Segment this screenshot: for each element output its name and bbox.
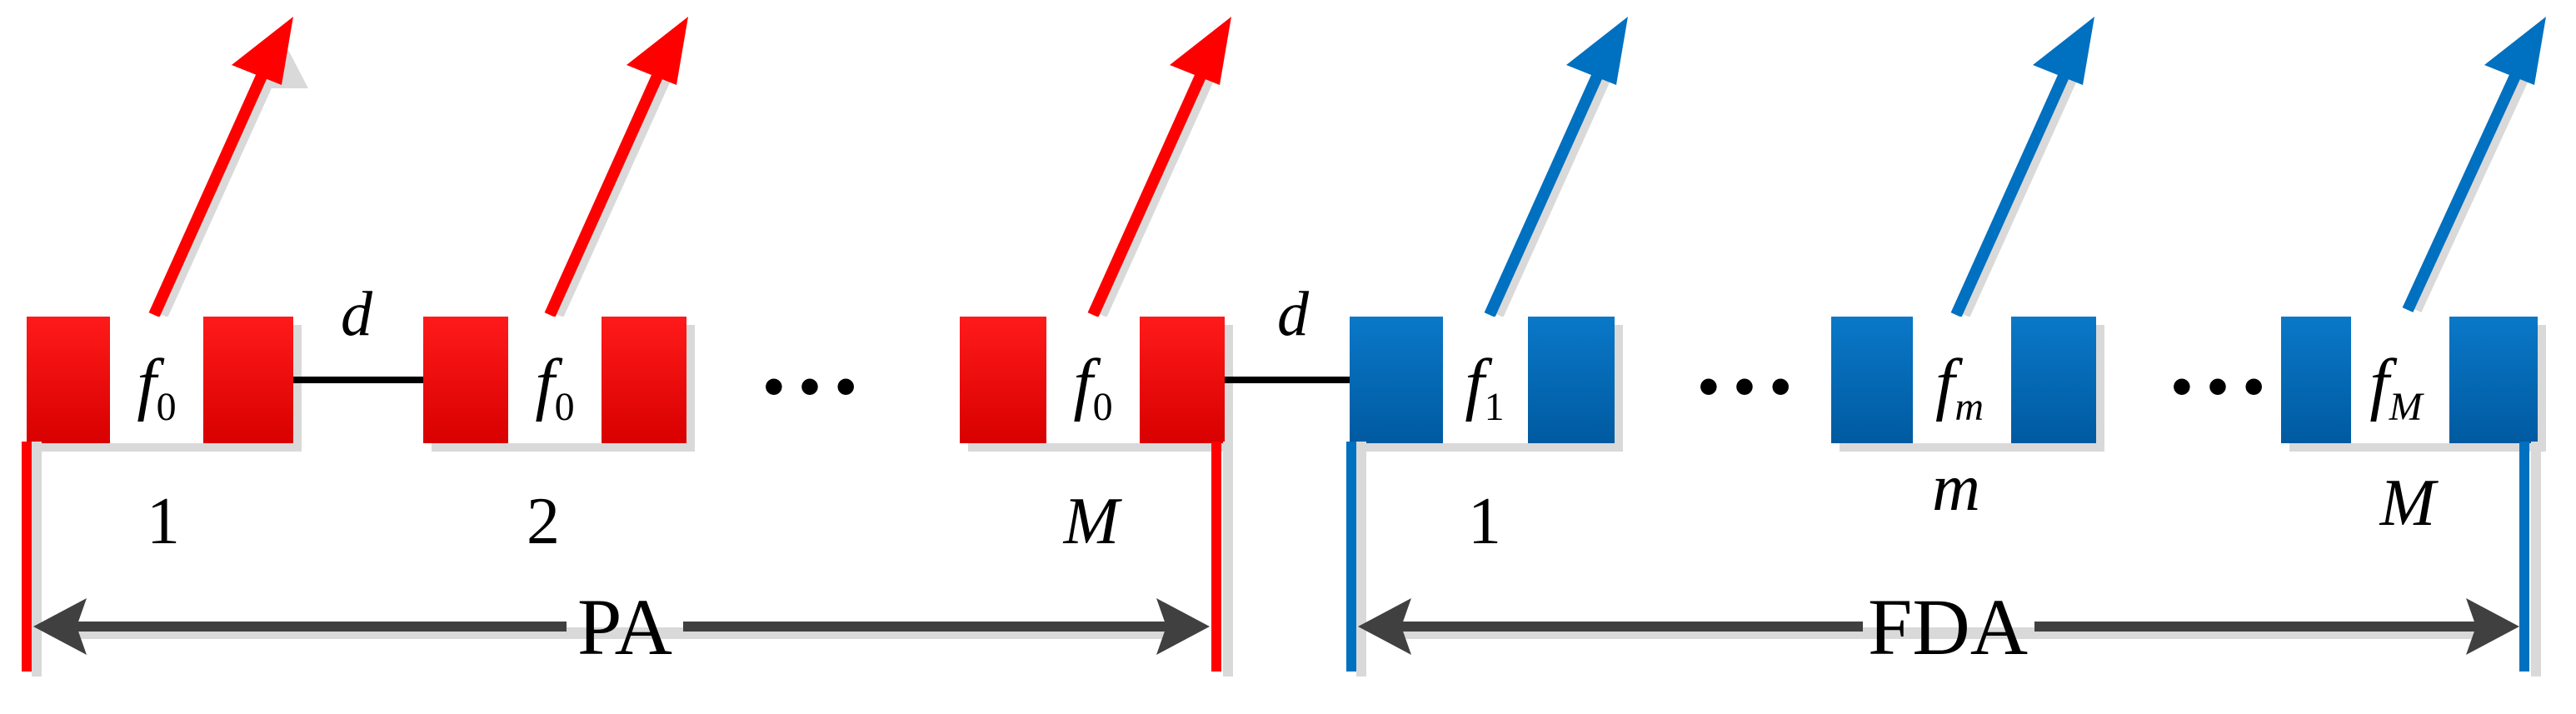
pa-beam-shadow bbox=[552, 64, 676, 317]
fda-span-arrowhead-left bbox=[1358, 598, 1411, 655]
pa-beam-arrow bbox=[148, 62, 272, 317]
fda-beam-shadow bbox=[1959, 64, 2083, 317]
fda-section: f1 1 • • • fm m • • • fM M bbox=[1346, 17, 2546, 677]
pa-beam-arrowhead bbox=[627, 17, 688, 85]
pa-element-index: 2 bbox=[527, 485, 560, 558]
pa-element-2: f0 2 bbox=[423, 17, 695, 558]
fda-beam-arrowhead bbox=[1566, 17, 1628, 85]
pa-section: f0 1 d f0 2 • • • f0 M bbox=[22, 17, 1233, 677]
pa-element-label-box bbox=[110, 317, 203, 443]
fda-element-freq: fM bbox=[2369, 345, 2424, 429]
fda-element-index: m bbox=[1932, 452, 1980, 525]
fda-beam-arrow bbox=[2402, 62, 2526, 312]
fda-element-label-box bbox=[2351, 317, 2449, 443]
pa-element-1: f0 1 bbox=[27, 17, 308, 558]
fda-beam-arrow bbox=[1950, 62, 2074, 317]
fda-element-1: f1 1 bbox=[1350, 17, 1628, 558]
pa-element-index: 1 bbox=[147, 485, 180, 558]
fda-ellipsis-1: • • • bbox=[1698, 353, 1791, 420]
fda-element-index: M bbox=[2379, 467, 2439, 540]
pa-beam-shadow bbox=[157, 64, 281, 317]
fda-element-m: fm m bbox=[1831, 17, 2104, 525]
fda-label: FDA bbox=[1868, 582, 2028, 672]
fda-element-label-box bbox=[1443, 317, 1528, 443]
fda-ellipsis-2: • • • bbox=[2171, 353, 2264, 420]
fda-beam-arrow bbox=[1484, 62, 1608, 317]
pa-beam-arrowhead bbox=[1170, 17, 1231, 85]
pa-beam-shadow bbox=[1096, 64, 1220, 317]
fda-beam-shadow bbox=[2410, 64, 2534, 312]
pa-beam-arrow bbox=[544, 62, 668, 317]
fda-element-index: 1 bbox=[1468, 485, 1501, 558]
pa-beam-arrow bbox=[1087, 62, 1211, 317]
pa-element-index: M bbox=[1063, 485, 1123, 558]
fda-beam-shadow bbox=[1492, 64, 1616, 317]
pa-element-label-box bbox=[1046, 317, 1140, 443]
pa-element-M: f0 M bbox=[960, 17, 1233, 558]
pa-span-arrowhead-left bbox=[33, 598, 87, 655]
pa-label: PA bbox=[577, 582, 672, 672]
fda-beam-arrowhead bbox=[2033, 17, 2094, 85]
fda-beam-arrowhead bbox=[2484, 17, 2546, 85]
pa-spacing-label: d bbox=[341, 279, 373, 349]
pa-element-label-box bbox=[508, 317, 602, 443]
fda-element-label-box bbox=[1913, 317, 2011, 443]
fda-element-M: fM M bbox=[2281, 17, 2546, 540]
pa-ellipsis: • • • bbox=[763, 353, 856, 420]
mid-spacing-label: d bbox=[1277, 279, 1310, 349]
pa-beam-arrowhead bbox=[232, 17, 293, 85]
pa-span-arrowhead-right bbox=[1156, 598, 1210, 655]
fda-span-arrowhead-right bbox=[2466, 598, 2519, 655]
